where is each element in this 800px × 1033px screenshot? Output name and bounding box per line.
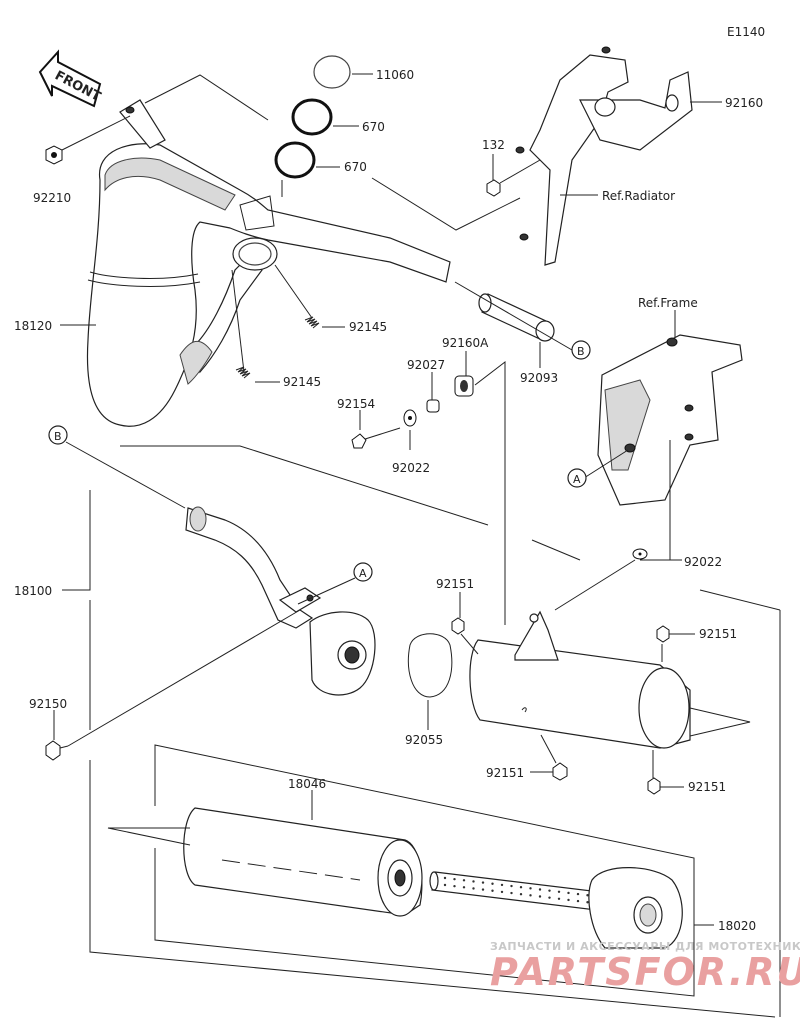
silencer-18046-drawing [107, 807, 423, 917]
grommet-92160a-icon [454, 375, 474, 397]
perforation-dot [472, 887, 475, 890]
perforation-dot [557, 897, 561, 900]
perforation-dot [462, 879, 466, 882]
bolt-132-icon [486, 179, 501, 197]
ref-radiator: Ref.Radiator [602, 189, 675, 203]
label-92145-bottom: 92145 [283, 375, 321, 389]
perforation-dot [510, 891, 513, 895]
diagram-code: E1140 [727, 25, 765, 39]
label-92151-c: 92151 [486, 766, 524, 780]
muffler-18020-drawing [469, 610, 751, 749]
perforation-dot [519, 886, 523, 889]
watermark-tagline: ЗАПЧАСТИ И АКСЕССУАРЫ ДЛЯ МОТОТЕХНИКИ [490, 940, 800, 953]
header-pipe-18100-drawing [185, 506, 376, 696]
callout-b-top-letter: B [577, 345, 585, 358]
radiator-bracket-drawing [515, 46, 693, 266]
bolt-92151-d-icon [647, 777, 661, 795]
label-92055: 92055 [405, 733, 443, 747]
bolt-92151-c-icon [552, 762, 568, 781]
callout-b-left-letter: B [54, 430, 62, 443]
washer-92022-lower-icon [632, 548, 648, 560]
perforation-dot [567, 891, 570, 895]
perforation-dot [538, 895, 542, 898]
label-92145-top: 92145 [349, 320, 387, 334]
perforation-dot [567, 898, 570, 902]
perforation-dot [538, 888, 542, 891]
label-92151-b: 92151 [699, 627, 737, 641]
bolt-92151-a-icon [451, 617, 465, 635]
label-132: 132 [482, 138, 505, 152]
label-92022-lower: 92022 [684, 555, 722, 569]
label-92093: 92093 [520, 371, 558, 385]
spring-92145-top-icon [304, 316, 320, 329]
label-18020: 18020 [718, 919, 756, 933]
washer-92022-icon [403, 409, 417, 427]
perforation-dot [529, 887, 532, 890]
callout-a-right [567, 468, 587, 488]
perforation-dot [472, 880, 475, 883]
perforation-dot [510, 884, 513, 888]
perforated-tube-drawing [429, 871, 601, 911]
perforation-dot [548, 896, 551, 899]
perforation-dot [481, 881, 485, 884]
label-18046: 18046 [288, 777, 326, 791]
perforation-dot [491, 882, 494, 885]
callout-b-left [48, 425, 68, 445]
label-92210: 92210 [33, 191, 71, 205]
nut-92210-icon [45, 145, 63, 165]
label-670-bottom: 670 [344, 160, 367, 174]
gasket-11060 [313, 55, 351, 89]
label-11060: 11060 [376, 68, 414, 82]
perforation-dot [576, 892, 580, 896]
label-92160: 92160 [725, 96, 763, 110]
perforation-dot [453, 884, 456, 888]
perforation-dot [481, 888, 485, 891]
callout-a-right-letter: A [573, 473, 581, 486]
callout-b-top [571, 340, 591, 360]
perforation-dots [443, 876, 589, 904]
perforation-dot [586, 901, 589, 904]
label-92022-upper: 92022 [392, 461, 430, 475]
label-92160a: 92160A [442, 336, 489, 350]
perforation-dot [462, 886, 466, 889]
perforation-dot [576, 899, 580, 903]
perforation-dot [548, 889, 551, 892]
gasket-92055 [407, 633, 453, 698]
label-92154: 92154 [337, 397, 375, 411]
label-92151-d: 92151 [688, 780, 726, 794]
perforation-dot [443, 883, 447, 887]
bolt-92154-icon [351, 427, 401, 449]
exhaust-pipe-drawing [86, 99, 451, 427]
end-cap-drawing [588, 867, 683, 949]
perforation-dot [453, 877, 456, 881]
callout-a-left [353, 562, 373, 582]
perforation-dot [529, 894, 532, 897]
perforation-dot [500, 890, 504, 894]
label-92027: 92027 [407, 358, 445, 372]
label-18120: 18120 [14, 319, 52, 333]
perforation-dot [586, 894, 589, 897]
frame-mount-drawing [597, 334, 743, 506]
spring-92145-bottom-icon [235, 366, 251, 379]
label-92150: 92150 [29, 697, 67, 711]
bolt-92151-b-icon [656, 625, 670, 643]
callout-a-left-letter: A [359, 567, 367, 580]
ref-frame: Ref.Frame [638, 296, 698, 310]
gasket-670-top [291, 98, 333, 136]
front-arrow-icon: FRONT [38, 49, 103, 108]
gasket-670-bottom [274, 141, 316, 179]
perforation-dot [443, 876, 447, 880]
perforation-dot [500, 883, 504, 887]
perforation-dot [557, 890, 561, 893]
watermark-logo: PARTSFOR.RU [490, 950, 800, 994]
perforation-dot [519, 893, 523, 896]
label-670-top: 670 [362, 120, 385, 134]
bolt-92150-icon [45, 740, 69, 761]
label-18100: 18100 [14, 584, 52, 598]
label-92151-a: 92151 [436, 577, 474, 591]
perforation-dot [491, 889, 494, 892]
collar-92027-icon [426, 399, 440, 413]
